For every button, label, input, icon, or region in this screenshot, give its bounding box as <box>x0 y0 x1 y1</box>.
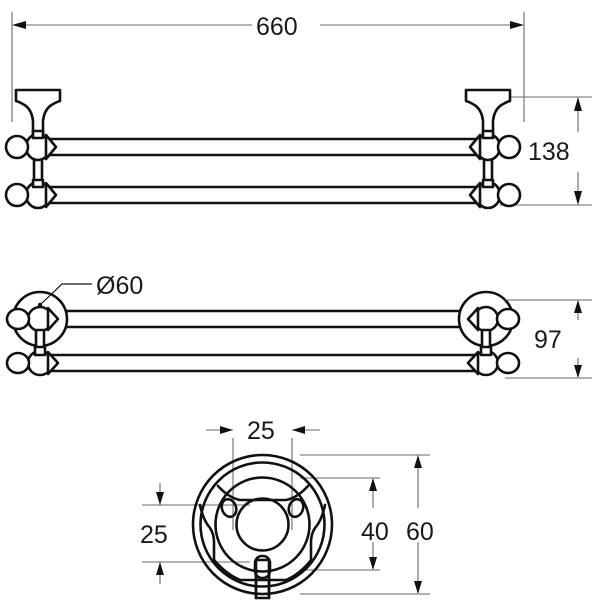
flange-detail-geometry <box>191 453 334 600</box>
dimension-label-97: 97 <box>534 326 562 354</box>
arrowhead-right-660 <box>510 21 524 29</box>
dimension-label-25-horizontal: 25 <box>247 417 275 445</box>
left-top-neck <box>33 345 47 357</box>
right-lower-finial <box>496 182 522 208</box>
left-bottom-collar-top <box>46 350 60 376</box>
right-upper-neck <box>481 129 495 140</box>
flange-notch-top <box>216 484 310 502</box>
lower-rail-tube-front <box>46 185 480 205</box>
right-upper-finial <box>496 134 522 160</box>
flange-bottom-tab-outline <box>254 570 271 600</box>
left-upper-finial <box>4 134 30 160</box>
flange-notch-left <box>198 503 216 562</box>
dimension-label-60: 60 <box>406 518 434 546</box>
flange-boss-circle <box>214 476 311 573</box>
lower-rail-tube-top <box>46 353 480 373</box>
dimension-detail-outer-group: 60 <box>300 454 434 595</box>
dimension-detail-width-group: 25 <box>206 417 320 530</box>
arrowhead-left-660 <box>12 21 26 29</box>
dimension-label-138: 138 <box>528 138 570 166</box>
arrowhead-top-97 <box>574 300 582 313</box>
dimension-label-25-vertical: 25 <box>140 521 168 549</box>
right-top-neck <box>479 345 493 357</box>
dimension-detail-offset-group: 25 <box>140 483 250 584</box>
left-upper-neck <box>31 129 45 140</box>
left-bottom-finial-top <box>5 351 31 375</box>
arrowhead-left-25h <box>220 426 233 434</box>
dimension-label-40: 40 <box>361 518 389 546</box>
arrowhead-top-138 <box>574 97 582 111</box>
flange-screw-slot-bottom <box>253 554 272 580</box>
front-view-geometry <box>4 88 522 210</box>
left-lower-finial <box>4 182 30 208</box>
flange-notch-right <box>309 503 327 562</box>
arrowhead-right-25h <box>292 426 305 434</box>
upper-rail-tube-top <box>46 309 480 329</box>
arrowhead-bottom-60 <box>414 581 422 594</box>
left-top-finial <box>5 307 31 331</box>
flange-notch-bottom <box>212 558 313 582</box>
dimension-rail-spacing-group: 97 <box>505 299 592 379</box>
left-lower-collar <box>44 181 58 209</box>
right-bottom-finial-top <box>495 351 521 375</box>
right-lower-neck <box>481 178 495 189</box>
arrowhead-top-40 <box>369 478 377 491</box>
right-lower-collar <box>468 181 482 209</box>
flange-screw-slot-left <box>220 497 238 519</box>
arrowhead-bottom-25v <box>156 562 164 575</box>
right-top-collar <box>466 306 480 332</box>
arrowhead-top-25v <box>156 492 164 505</box>
dimension-label-diameter-60: Ø60 <box>96 272 143 300</box>
flange-screw-slot-right <box>287 497 305 519</box>
top-view-geometry <box>5 290 521 377</box>
left-upper-collar <box>44 133 58 161</box>
left-top-collar <box>46 306 60 332</box>
dimension-overall-length-group: 660 <box>11 12 525 122</box>
dimension-flange-diameter-group: Ø60 <box>37 272 143 308</box>
right-top-finial <box>495 307 521 331</box>
left-lower-neck <box>31 178 45 189</box>
right-upper-collar <box>468 133 482 161</box>
arrowhead-bottom-97 <box>574 365 582 378</box>
arrowhead-top-60 <box>414 455 422 468</box>
flange-outer-inner-circle <box>199 461 326 588</box>
leader-line-diameter <box>39 283 92 306</box>
right-bottom-collar-top <box>466 350 480 376</box>
upper-rail-tube-front <box>46 137 480 157</box>
arrowhead-bottom-138 <box>574 191 582 205</box>
flange-outer-circle <box>191 453 334 596</box>
dimension-label-660: 660 <box>256 13 298 41</box>
flange-center-bore <box>235 497 290 552</box>
left-bracket-wall-plate <box>14 88 62 137</box>
dimension-detail-bolt-group: 40 <box>300 477 389 571</box>
arrowhead-bottom-40 <box>369 557 377 570</box>
right-bracket-wall-plate <box>464 88 512 137</box>
